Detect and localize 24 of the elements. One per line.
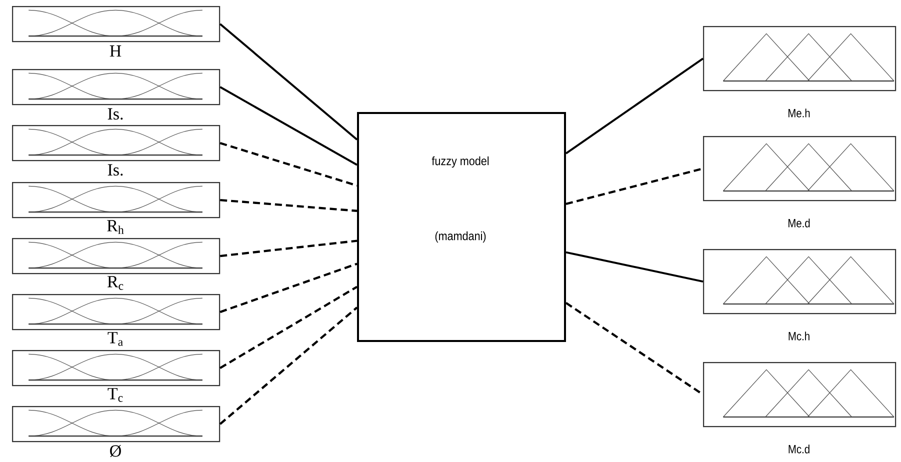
- connector-line: [566, 251, 704, 283]
- connector-line: [220, 198, 358, 212]
- variable-label: T$_{a}$: [108, 332, 123, 346]
- connector-line: [220, 286, 358, 369]
- output-label: Me.d: [788, 218, 810, 228]
- connector-line: [220, 86, 358, 166]
- variable-label: Is.: [108, 108, 123, 120]
- connector-line: [220, 142, 358, 187]
- variable-label: H: [110, 45, 122, 57]
- output-label: Me.h: [788, 108, 810, 118]
- connector-line: [220, 262, 358, 314]
- connector-line: [219, 23, 358, 140]
- connector-line: [220, 240, 358, 258]
- model-box: fuzzy model (mamdani): [357, 112, 566, 342]
- variable-label: T$_{c}$: [108, 388, 123, 402]
- connector-line: [219, 306, 358, 425]
- connector-line: [565, 58, 704, 154]
- output-label: Mc.d: [788, 444, 810, 454]
- variable-label: R$_{c}$: [107, 276, 124, 290]
- connector-line: [566, 167, 704, 206]
- variable-label: R$_{h}$: [107, 220, 124, 234]
- variable-label: Is.: [108, 164, 123, 176]
- variable-label: Ø: [110, 445, 121, 457]
- output-label: Mc.h: [788, 332, 810, 340]
